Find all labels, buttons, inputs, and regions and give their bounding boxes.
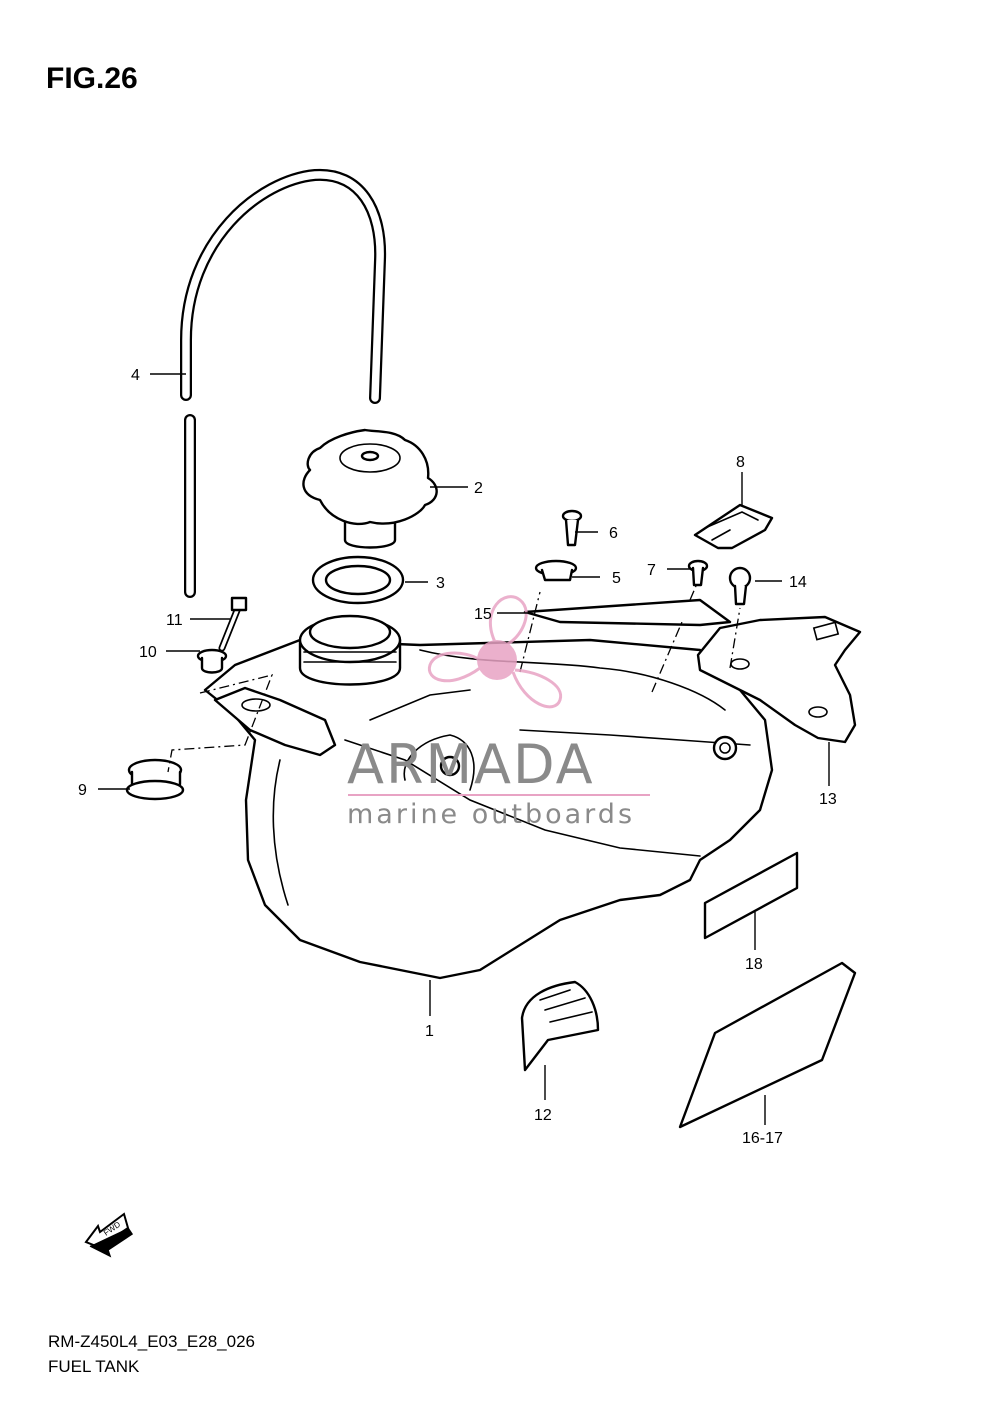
breather-hose xyxy=(180,168,387,598)
mount-bolt xyxy=(218,596,248,652)
callout-13: 13 xyxy=(819,791,837,808)
leader-lines xyxy=(98,373,830,1125)
fwd-arrow-icon: FWD xyxy=(84,1212,134,1258)
callout-1: 1 xyxy=(425,1023,434,1040)
bracket-bolt xyxy=(728,566,752,606)
shield-screw xyxy=(561,509,583,547)
bracket-screw xyxy=(687,559,709,587)
filler-neck xyxy=(298,614,402,686)
rear-bracket xyxy=(696,615,862,744)
hose-clamp xyxy=(693,503,774,550)
figure-name: FUEL TANK xyxy=(48,1357,140,1376)
callout-12: 12 xyxy=(534,1107,552,1124)
figure-title: FIG.26 xyxy=(46,62,138,95)
callout-18: 18 xyxy=(745,956,763,973)
figure-code: RM-Z450L4_E03_E28_026 xyxy=(48,1332,255,1351)
callout-15: 15 xyxy=(474,606,492,623)
tank-pad xyxy=(520,980,600,1072)
front-mount-tab xyxy=(213,686,337,757)
tank-cushion xyxy=(125,758,185,801)
callout-7: 7 xyxy=(647,562,656,579)
watermark-tagline: marine outboards xyxy=(347,799,635,830)
callout-8: 8 xyxy=(736,454,745,471)
fuel-tank xyxy=(203,638,774,980)
callout-5: 5 xyxy=(612,570,621,587)
cap-gasket xyxy=(311,555,405,605)
callout-2: 2 xyxy=(474,480,483,497)
callout-10: 10 xyxy=(139,644,157,661)
callout-6: 6 xyxy=(609,525,618,542)
side-decal xyxy=(678,961,857,1129)
callout-3: 3 xyxy=(436,575,445,592)
callout-11: 11 xyxy=(166,612,183,629)
callout-4: 4 xyxy=(131,367,140,384)
fuel-cap xyxy=(302,428,438,549)
watermark-brand: ARMADA xyxy=(347,733,595,796)
armada-logo xyxy=(427,595,563,709)
shield-washer xyxy=(534,559,578,582)
callout-14: 14 xyxy=(789,574,807,591)
alignment-lines xyxy=(167,585,741,773)
heat-shield-plate xyxy=(523,598,732,627)
callout-9: 9 xyxy=(78,782,87,799)
label-decal xyxy=(703,851,799,940)
callout-16-17: 16-17 xyxy=(742,1130,783,1147)
bolt-collar xyxy=(196,648,228,674)
propeller-icon xyxy=(427,595,563,709)
